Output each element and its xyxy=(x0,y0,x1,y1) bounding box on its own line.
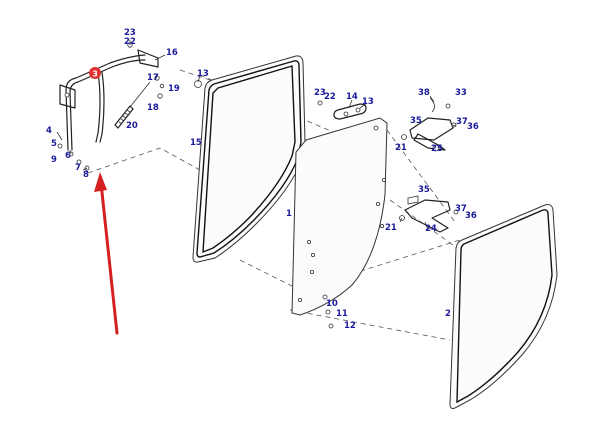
hinge-hardware xyxy=(57,42,367,329)
leader-lines xyxy=(56,40,457,231)
callout-label: 24 xyxy=(425,224,437,234)
callout-label: 21 xyxy=(385,223,397,233)
callout-label: 23 xyxy=(124,28,136,38)
callout-label: 9 xyxy=(51,155,57,165)
callout-label: 23 xyxy=(314,88,326,98)
callout-label: 8 xyxy=(83,170,89,180)
callout-label: 36 xyxy=(467,122,479,132)
handle-rod xyxy=(59,49,159,151)
callout-label: 37 xyxy=(455,204,467,214)
callout-label: 10 xyxy=(326,299,338,309)
callout-label: 35 xyxy=(418,185,430,195)
callout-label: 13 xyxy=(362,97,374,107)
callout-label: 22 xyxy=(124,37,136,47)
gas-spring xyxy=(114,81,151,129)
callout-label: 35 xyxy=(410,116,422,126)
callout-label: 4 xyxy=(46,126,52,136)
door-panel xyxy=(291,117,388,316)
rear-door-glass xyxy=(449,204,558,409)
callout-label: 6 xyxy=(65,151,71,161)
upper-latch xyxy=(401,97,457,152)
callout-label: 18 xyxy=(147,103,159,113)
callout-label: 17 xyxy=(147,73,159,83)
pointer-arrow xyxy=(94,172,119,335)
callout-label: 2 xyxy=(445,309,451,319)
part-badge-3: 3 xyxy=(89,67,101,79)
callout-label: 13 xyxy=(197,69,209,79)
callout-label: 20 xyxy=(126,121,138,131)
front-door-glass xyxy=(192,55,306,263)
callout-label: 25 xyxy=(431,144,443,154)
callout-label: 36 xyxy=(465,211,477,221)
callout-label: 21 xyxy=(395,143,407,153)
badge-label: 3 xyxy=(92,70,98,79)
lower-latch xyxy=(399,195,459,233)
callout-label: 11 xyxy=(336,309,348,319)
callout-label: 1 xyxy=(286,209,292,219)
callout-label: 38 xyxy=(418,88,430,98)
callout-label: 12 xyxy=(344,321,356,331)
callout-label: 7 xyxy=(75,163,81,173)
callout-label: 16 xyxy=(166,48,178,58)
callout-label: 15 xyxy=(190,138,202,148)
callout-label: 5 xyxy=(51,139,57,149)
callout-label: 22 xyxy=(324,92,336,102)
callout-label: 33 xyxy=(455,88,467,98)
callout-label: 19 xyxy=(168,84,180,94)
callout-label: 14 xyxy=(346,92,358,102)
callout-labels: 23 22 16 17 19 18 20 13 15 4 5 6 9 7 8 2… xyxy=(46,28,479,331)
callout-label: 37 xyxy=(456,117,468,127)
